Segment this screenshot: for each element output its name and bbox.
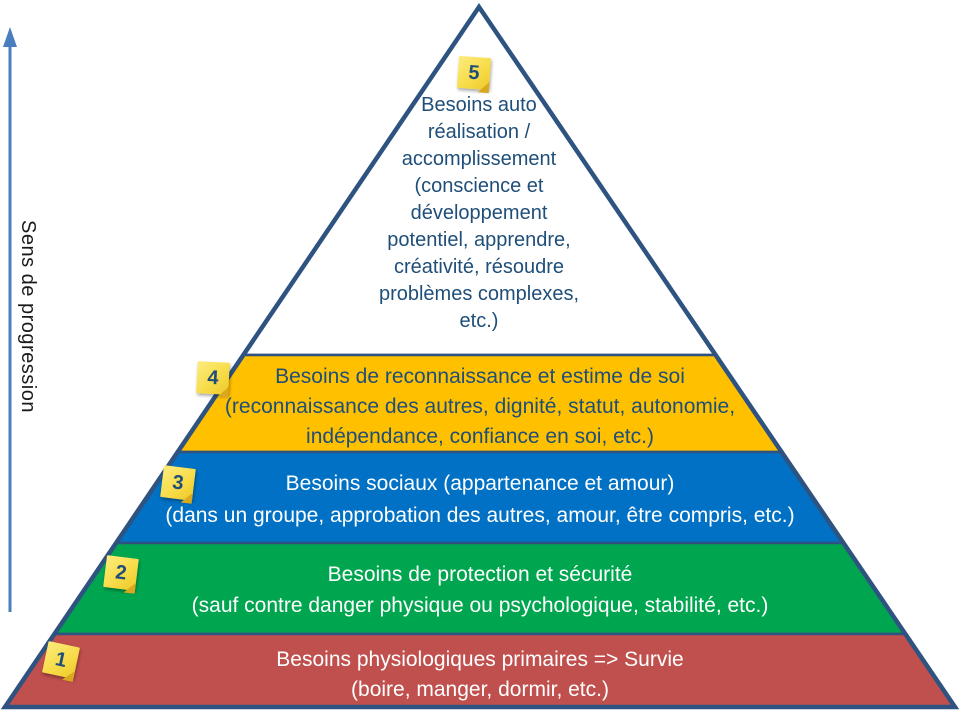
level-5-text: Besoins auto réalisation / accomplisseme… [378, 94, 580, 332]
sticky-note-4: 4 [196, 361, 230, 398]
progression-axis-label: Sens de progression [17, 220, 39, 413]
level-3-text: Besoins sociaux (appartenance et amour) … [165, 472, 795, 527]
sticky-fold-corner [123, 581, 136, 594]
sticky-note-2: 2 [103, 555, 139, 594]
sticky-fold-corner [216, 386, 229, 398]
level-2-text: Besoins de protection et sécurité (sauf … [191, 563, 769, 617]
sticky-fold-corner [180, 491, 193, 504]
sticky-note-3: 3 [160, 465, 196, 504]
sticky-fold-corner [61, 668, 75, 682]
level-4-text: Besoins de reconnaissance et estime de s… [224, 365, 736, 448]
sticky-note-5: 5 [456, 55, 492, 94]
sticky-note-1: 1 [42, 641, 80, 682]
level-1-text: Besoins physiologiques primaires => Surv… [276, 648, 684, 701]
progression-arrow-head-icon [3, 27, 17, 47]
sticky-fold-corner [477, 81, 490, 94]
